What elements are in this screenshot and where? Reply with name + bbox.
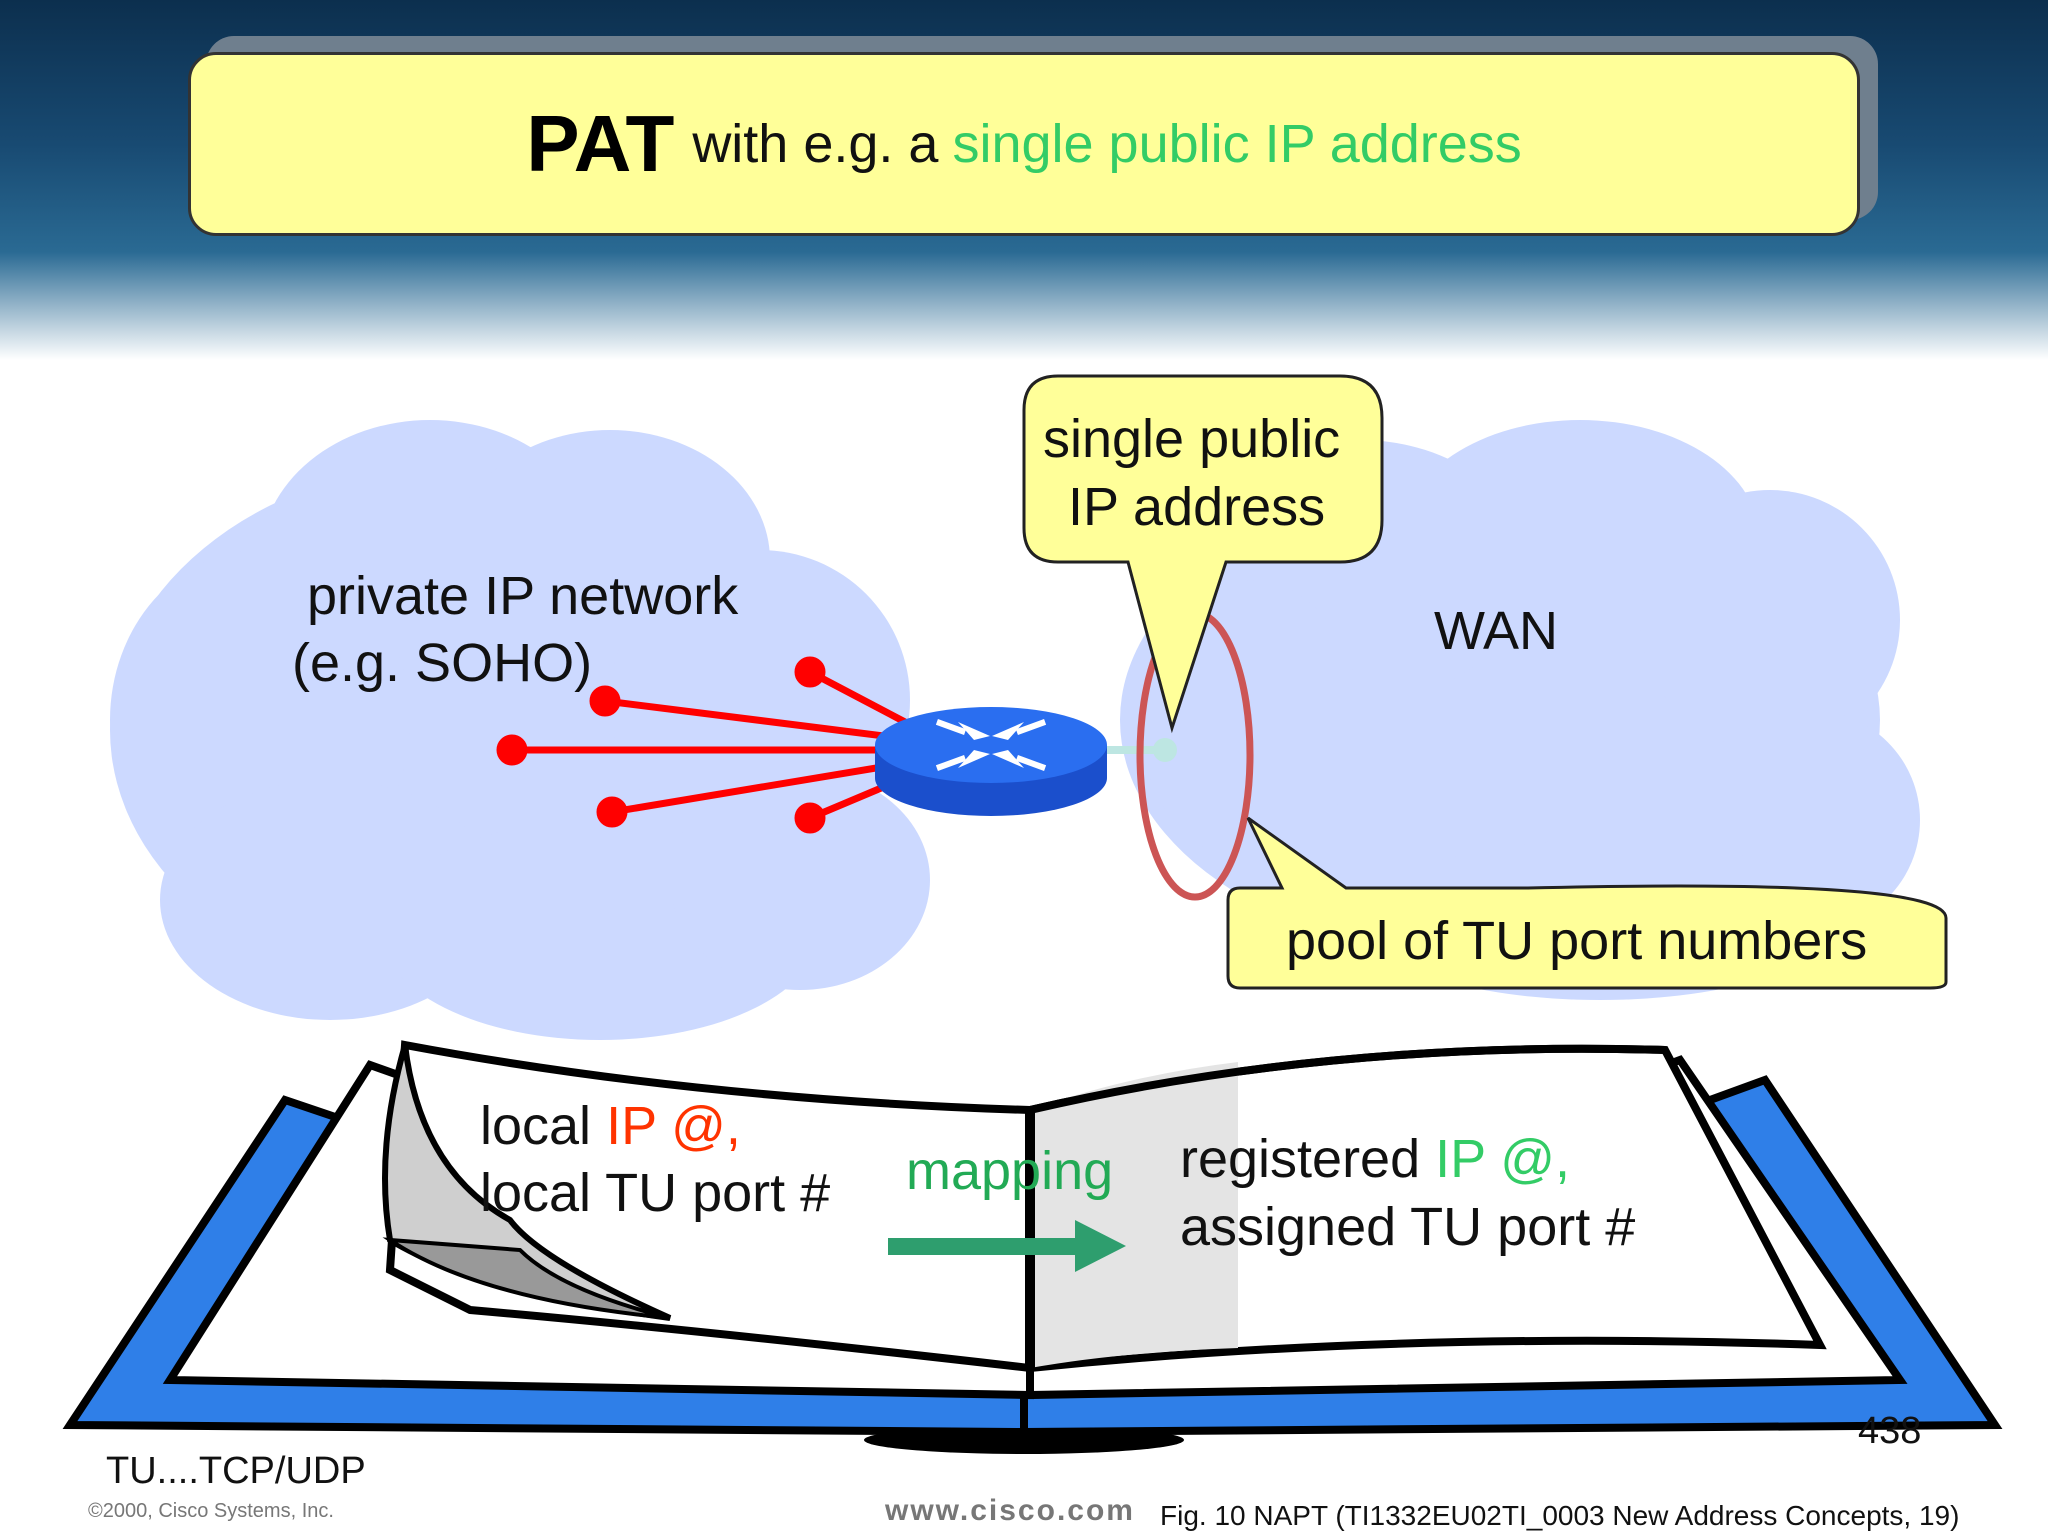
host-node: [794, 656, 826, 688]
callout-public-line1: single public: [1043, 409, 1341, 469]
callout-pool-label: pool of TU port numbers: [1286, 911, 1868, 971]
host-node: [596, 796, 628, 828]
book-right-line2: assigned TU port #: [1180, 1197, 1636, 1257]
book-icon: [62, 1040, 2003, 1454]
book-left-local: local: [480, 1096, 607, 1156]
book-right-line1: registered IP @,: [1180, 1128, 1570, 1190]
host-node: [496, 734, 528, 766]
title-green: single public IP address: [952, 114, 1522, 174]
book-left-line2: local TU port #: [480, 1163, 831, 1223]
callout-port-pool: [1226, 816, 1948, 990]
mapping-label: mapping: [906, 1141, 1114, 1201]
host-node: [794, 802, 826, 834]
page-number: 438: [1858, 1410, 1922, 1452]
host-node: [589, 685, 621, 717]
book-right-registered: registered: [1180, 1129, 1436, 1189]
copyright: ©2000, Cisco Systems, Inc.: [88, 1500, 334, 1522]
tu-note: TU....TCP/UDP: [106, 1450, 366, 1492]
book-left-line1: local IP @,: [480, 1095, 741, 1157]
mapping-arrow-icon: [888, 1220, 1126, 1272]
figure-caption: Fig. 10 NAPT (TI1332EU02TI_0003 New Addr…: [1160, 1500, 1960, 1531]
title-bold: PAT: [526, 99, 675, 188]
book-left-ip: IP @,: [606, 1096, 741, 1156]
private-network-example: (e.g. SOHO): [292, 633, 593, 693]
book-right-ip: IP @,: [1435, 1129, 1571, 1189]
callout-public-ip: [1022, 374, 1384, 734]
callout-public-line2: IP address: [1068, 477, 1326, 537]
private-network-label: private IP network: [307, 566, 739, 626]
router-icon: [875, 707, 1107, 816]
private-network-cloud: [110, 420, 930, 1040]
wan-node: [1153, 738, 1177, 762]
cisco-url: www.cisco.com: [885, 1494, 1135, 1527]
wan-label: WAN: [1434, 601, 1558, 661]
title-mid: with e.g. a: [692, 114, 939, 174]
title-box: PAT with e.g. a single public IP address: [188, 52, 1860, 236]
